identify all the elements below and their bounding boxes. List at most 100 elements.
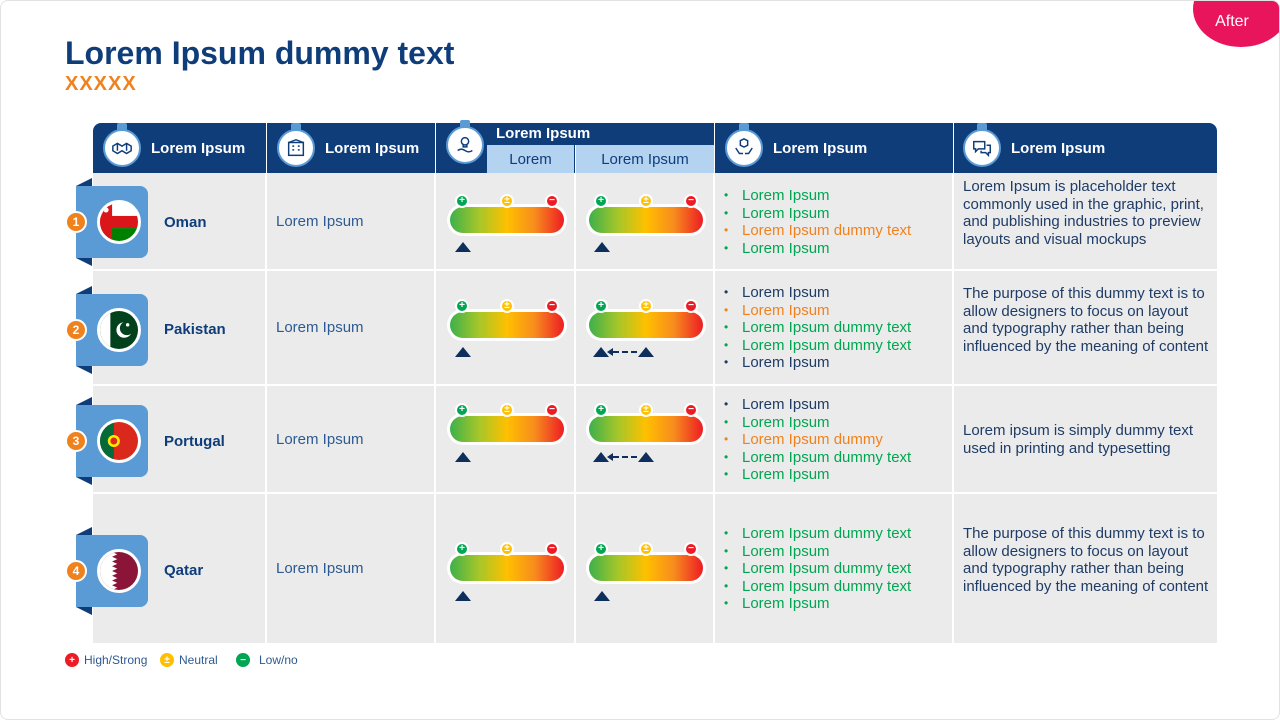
legend-item-high: + High/Strong [65, 653, 147, 667]
bullet-item: Lorem Ipsum dummy text [724, 449, 911, 467]
neutral-dot-icon: ± [639, 542, 653, 556]
building-icon [277, 123, 315, 167]
plus-minus-icon: ± [160, 653, 174, 667]
page-title: Lorem Ipsum dummy text [65, 35, 455, 71]
positive-dot-icon: + [455, 403, 469, 417]
bullet-item: Lorem Ipsum dummy [724, 431, 911, 449]
legend-label: Low/no [259, 653, 298, 667]
row-description: Lorem ipsum is simply dummy text used in… [963, 422, 1194, 457]
row-divider [93, 269, 1217, 271]
column-divider [574, 173, 576, 643]
negative-dot-icon: − [545, 299, 559, 313]
neutral-dot-icon: ± [500, 194, 514, 208]
dashed-arrow-line [613, 456, 637, 458]
column-divider [434, 173, 436, 643]
bullet-item: Lorem Ipsum [724, 302, 911, 320]
bullet-item: Lorem Ipsum [724, 187, 911, 205]
bullet-item: Lorem Ipsum dummy text [724, 319, 911, 337]
cell-text: Lorem Ipsum [276, 213, 364, 230]
position-marker-icon [594, 242, 610, 252]
cell-text: Lorem Ipsum [276, 319, 364, 336]
negative-dot-icon: − [684, 194, 698, 208]
positive-dot-icon: + [594, 403, 608, 417]
position-marker-icon [593, 452, 609, 462]
row-divider [93, 492, 1217, 494]
position-marker-icon [455, 347, 471, 357]
rating-gauge: + ± − [447, 542, 567, 584]
column-divider [713, 173, 715, 643]
header-col-5-label: Lorem Ipsum [1011, 139, 1106, 157]
row-number-badge: 3 [65, 430, 87, 452]
bullet-item: Lorem Ipsum dummy text [724, 222, 911, 240]
bullet-item: Lorem Ipsum dummy text [724, 578, 911, 596]
pakistan-flag-icon [97, 308, 141, 352]
neutral-dot-icon: ± [500, 542, 514, 556]
position-marker-icon [593, 347, 609, 357]
row-number-badge: 4 [65, 560, 87, 582]
cell-text: Lorem Ipsum [276, 431, 364, 448]
country-name: Qatar [164, 562, 204, 579]
minus-icon: − [236, 653, 250, 667]
neutral-dot-icon: ± [639, 299, 653, 313]
header-col-3-sub-1: Lorem [487, 145, 574, 173]
target-marker-icon [638, 452, 654, 462]
header-divider [266, 123, 267, 173]
card-notch [76, 397, 92, 405]
rating-gauge: + ± − [586, 299, 706, 341]
row-number-badge: 1 [65, 211, 87, 233]
portugal-flag-icon [97, 419, 141, 463]
bullet-item: Lorem Ipsum dummy text [724, 525, 911, 543]
positive-dot-icon: + [594, 194, 608, 208]
position-marker-icon [455, 591, 471, 601]
position-marker-icon [455, 242, 471, 252]
header-col-1: Lorem Ipsum [103, 123, 263, 173]
bullet-item: Lorem Ipsum [724, 414, 911, 432]
header-col-5: Lorem Ipsum [963, 123, 1213, 173]
negative-dot-icon: − [684, 299, 698, 313]
legend-label: High/Strong [84, 653, 148, 667]
arrow-left-icon [607, 453, 613, 461]
bullet-item: Lorem Ipsum [724, 543, 911, 561]
bullet-item: Lorem Ipsum [724, 240, 911, 258]
country-name: Oman [164, 214, 207, 231]
row-divider [93, 384, 1217, 386]
positive-dot-icon: + [594, 299, 608, 313]
bullet-item: Lorem Ipsum [724, 595, 911, 613]
legend-label: Neutral [179, 653, 218, 667]
negative-dot-icon: − [545, 403, 559, 417]
qatar-flag-icon [97, 549, 141, 593]
row-description: Lorem Ipsum is placeholder text commonly… [963, 178, 1204, 248]
header-divider [953, 123, 954, 173]
positive-dot-icon: + [455, 299, 469, 313]
header-col-2: Lorem Ipsum [277, 123, 435, 173]
hand-lightbulb-icon [446, 120, 484, 164]
position-marker-icon [455, 452, 471, 462]
card-notch [76, 477, 92, 485]
chat-icon [963, 123, 1001, 167]
bullet-item: Lorem Ipsum dummy text [724, 337, 911, 355]
bullet-item: Lorem Ipsum [724, 396, 911, 414]
rating-gauge: + ± − [586, 194, 706, 236]
rating-gauge: + ± − [447, 194, 567, 236]
positive-dot-icon: + [455, 194, 469, 208]
card-notch [76, 258, 92, 266]
bullet-item: Lorem Ipsum [724, 284, 911, 302]
column-divider [952, 173, 954, 643]
bullet-item: Lorem Ipsum [724, 354, 911, 372]
rating-gauge: + ± − [447, 403, 567, 445]
page-subtitle: XXXXX [65, 73, 137, 95]
dashed-arrow-line [613, 351, 637, 353]
hands-box-icon [725, 123, 763, 167]
neutral-dot-icon: ± [639, 403, 653, 417]
negative-dot-icon: − [545, 542, 559, 556]
cell-text: Lorem Ipsum [276, 560, 364, 577]
row-description: The purpose of this dummy text is to all… [963, 285, 1209, 355]
card-notch [76, 527, 92, 535]
rating-gauge: + ± − [586, 403, 706, 445]
rating-gauge: + ± − [447, 299, 567, 341]
